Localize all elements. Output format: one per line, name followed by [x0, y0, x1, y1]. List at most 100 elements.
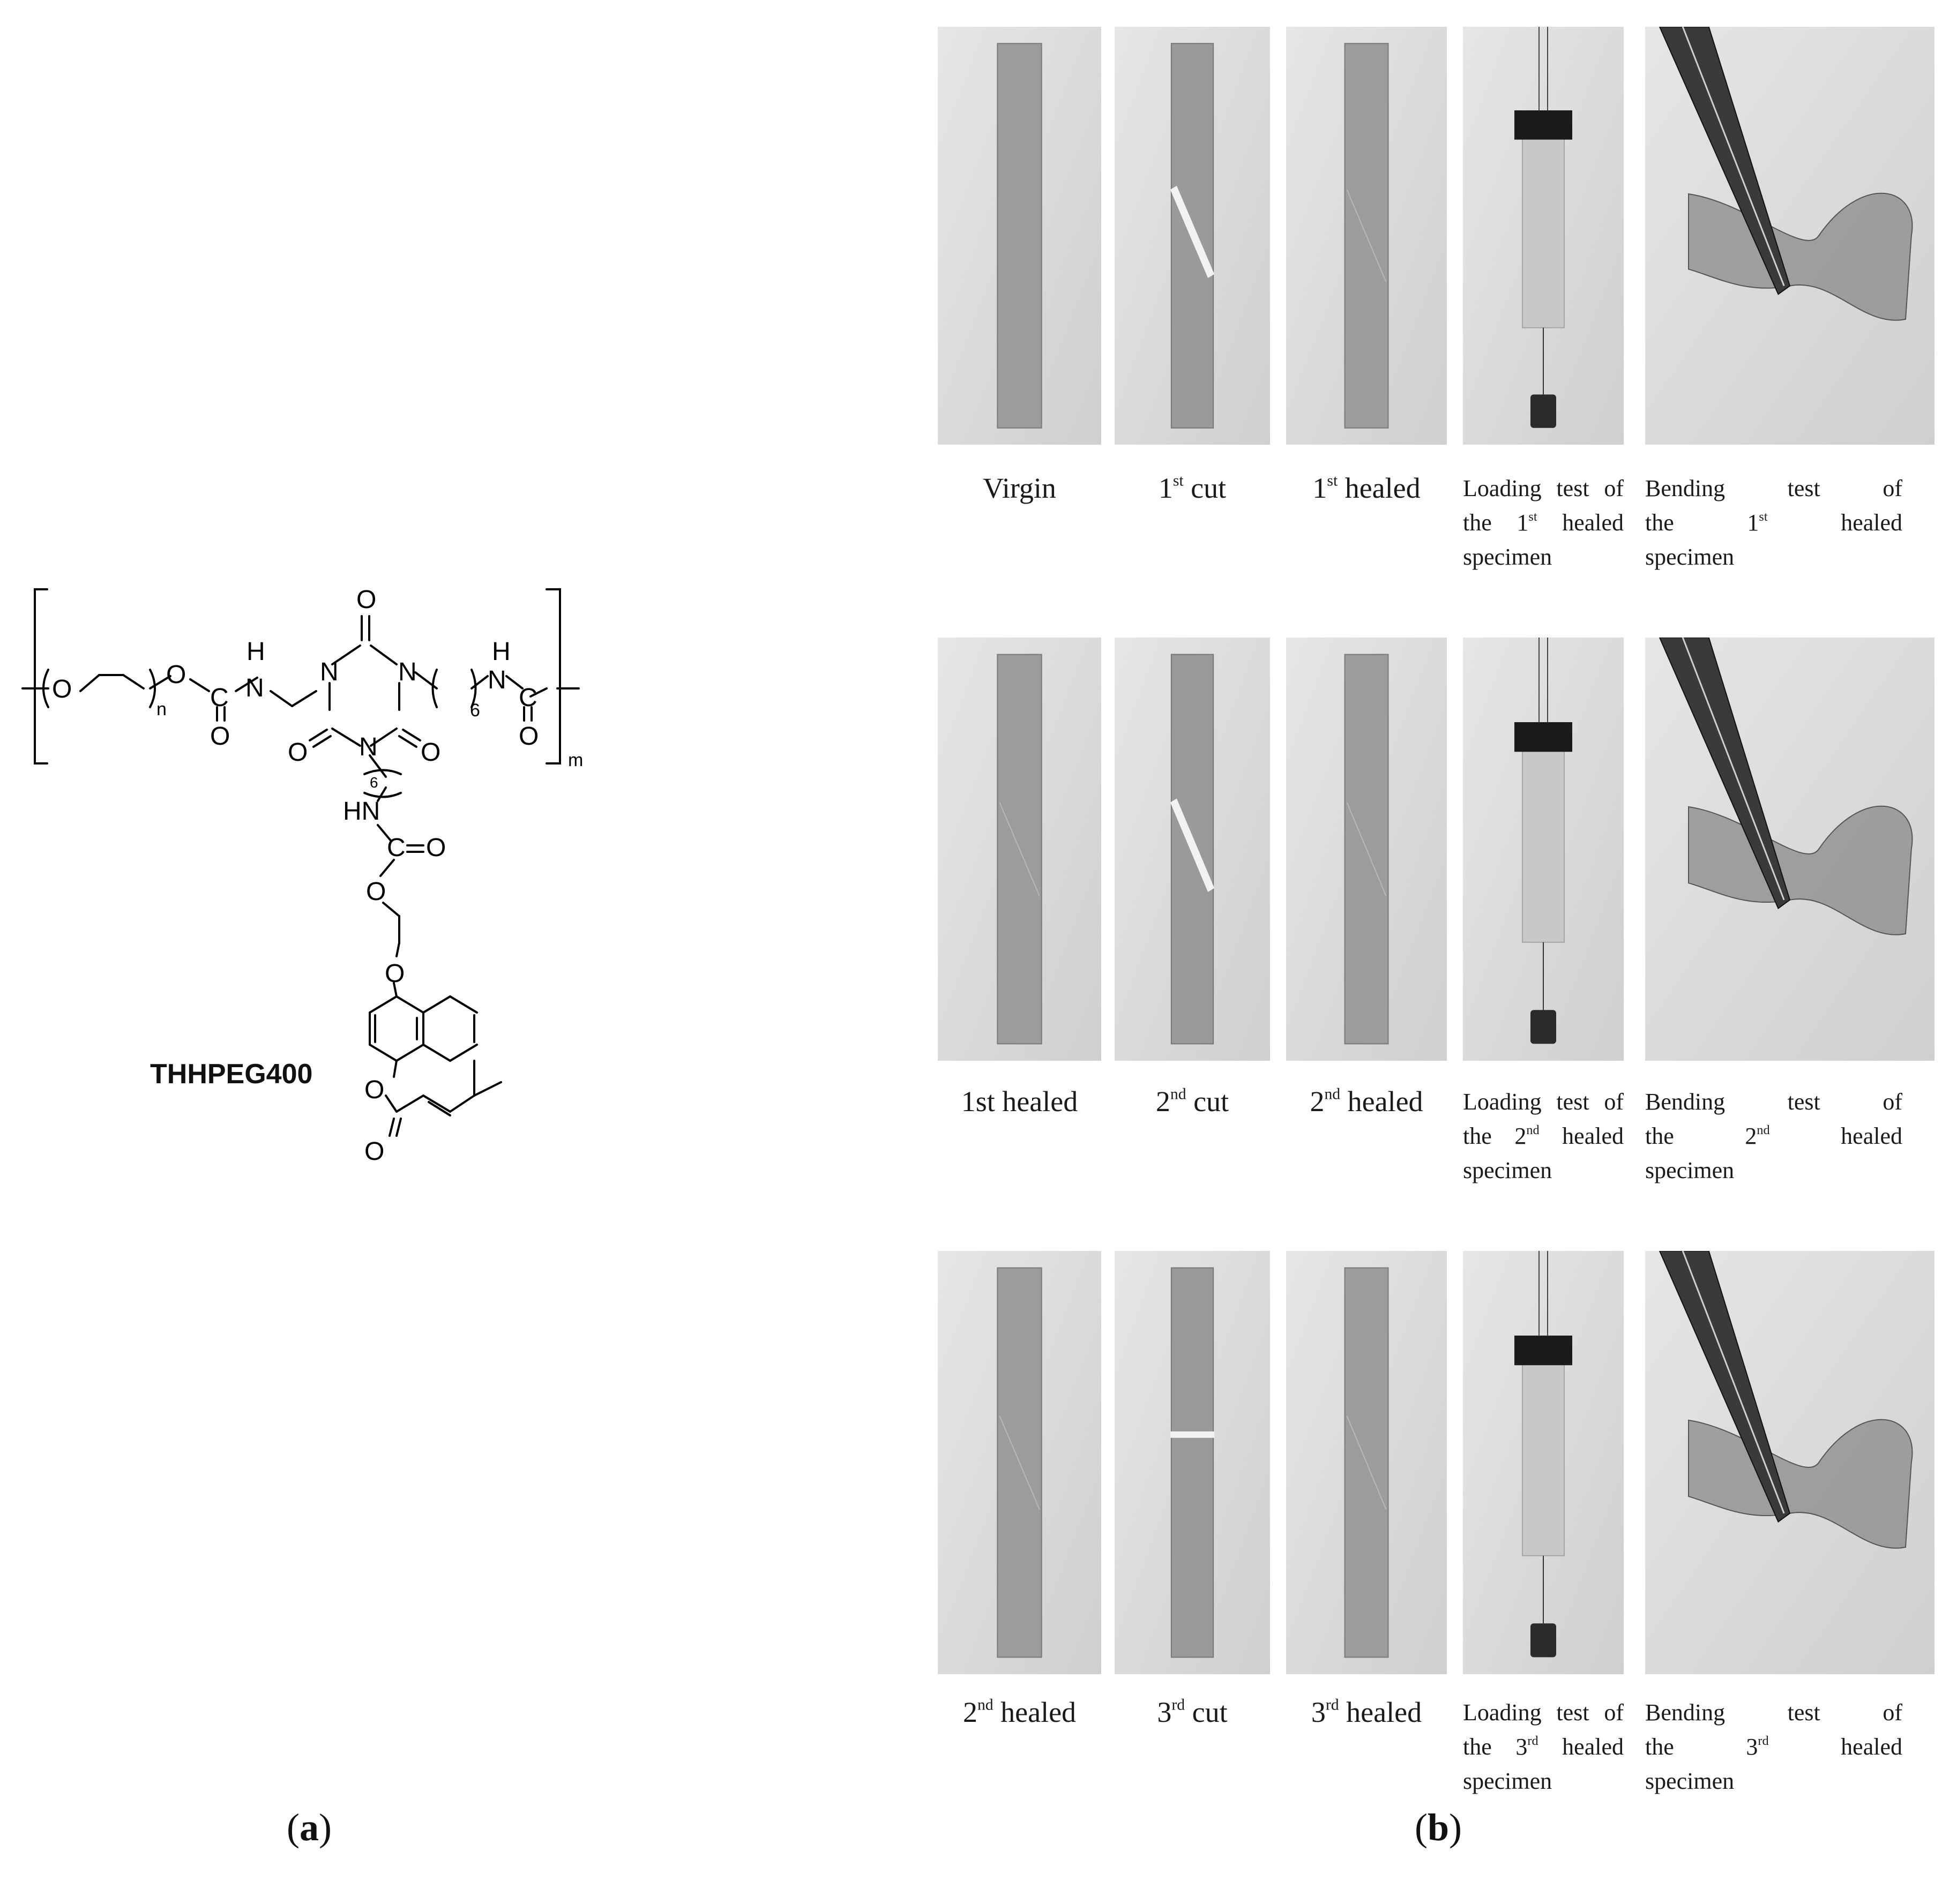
weight [1530, 1623, 1556, 1658]
photo-strip [938, 27, 1101, 445]
caption-text: healed [1340, 1085, 1423, 1118]
atom-o: O [356, 586, 376, 614]
caption-text: cut [1186, 1085, 1229, 1118]
caption-text: cut [1185, 1696, 1228, 1728]
healed-scar-line [1346, 802, 1387, 896]
photo-bending [1645, 638, 1934, 1061]
caption-text: the 1 [1645, 509, 1759, 536]
caption-line: Bending test of [1645, 1085, 1902, 1119]
atom-h: H [492, 638, 511, 666]
atom-n: N [245, 674, 264, 702]
caption-label: 1st healed [1286, 471, 1447, 505]
caption-ordinal-suffix: rd [1758, 1733, 1769, 1748]
bent-specimen [1688, 1419, 1913, 1549]
panel-label-b-text: b [1427, 1806, 1450, 1849]
caption-line: specimen [1463, 1153, 1624, 1188]
photo-strip [938, 638, 1101, 1061]
atom-o: O [52, 675, 72, 703]
tweezers-highlight [1682, 27, 1785, 287]
tweezers [1659, 638, 1791, 910]
photo-loading [1463, 1251, 1624, 1674]
caption-text: 2 [1155, 1085, 1170, 1118]
caption-text: healed [1539, 1123, 1624, 1149]
atom-h: H [247, 638, 265, 666]
photo-bending [1645, 1251, 1934, 1674]
caption-text: healed [993, 1696, 1077, 1728]
caption-text: specimen [1463, 544, 1552, 570]
caption-label: 2nd cut [1115, 1085, 1270, 1118]
caption-text: 2 [1310, 1085, 1325, 1118]
atom-n: N [398, 658, 417, 686]
atom-c: C [210, 684, 229, 712]
weight [1530, 1010, 1556, 1044]
caption-ordinal-suffix: rd [1171, 1696, 1185, 1714]
healed-scar-line [1346, 189, 1387, 282]
specimen-strip [1522, 730, 1565, 943]
panel-label-b: (b) [1415, 1806, 1462, 1849]
caption-text: healed [1769, 1123, 1902, 1149]
bent-specimen [1688, 805, 1913, 935]
caption-line: the 1st healed [1463, 506, 1624, 540]
caption-line: Loading test of [1463, 471, 1624, 506]
caption-text: 1st healed [961, 1085, 1078, 1118]
caption-ordinal-suffix: nd [1170, 1085, 1186, 1103]
cut-gap [1170, 1431, 1215, 1438]
caption-line: Bending test of [1645, 471, 1902, 506]
compound-name: THHPEG400 [150, 1059, 313, 1090]
atom-n: N [488, 666, 506, 694]
caption-label: Virgin [938, 471, 1101, 505]
photo-cut [1115, 1251, 1270, 1674]
caption-label: 1st cut [1115, 471, 1270, 505]
photo-healed [1286, 1251, 1447, 1674]
photo-healed [1286, 27, 1447, 445]
photo-bending [1645, 27, 1934, 445]
caption-multiline: Loading test of the 1st healed specimen [1463, 471, 1624, 574]
atom-n: N [359, 733, 378, 761]
caption-text: Bending test of [1645, 475, 1902, 501]
atom-o: O [364, 1076, 384, 1104]
caption-line: Bending test of [1645, 1696, 1902, 1730]
atom-o: O [426, 834, 446, 862]
caption-label: 3rd healed [1286, 1696, 1447, 1729]
tweezers-highlight [1682, 638, 1785, 901]
bracket-left [34, 588, 48, 764]
caption-text: 1 [1312, 472, 1327, 504]
specimen-strip [1522, 1343, 1565, 1556]
polymer-strip [1170, 1267, 1214, 1658]
photo-strip [938, 1251, 1101, 1674]
caption-text: 2 [962, 1696, 977, 1728]
caption-label: 1st healed [938, 1085, 1101, 1118]
caption-text: healed [1537, 509, 1624, 536]
subscript-6: 6 [370, 774, 378, 791]
atom-c: C [387, 834, 406, 862]
caption-text: healed [1767, 509, 1902, 536]
subscript-m: m [568, 750, 583, 770]
caption-text: specimen [1645, 1157, 1735, 1183]
atom-c: C [519, 684, 537, 712]
caption-text: Loading test of [1463, 475, 1624, 501]
caption-text: 1 [1158, 472, 1173, 504]
caption-text: healed [1768, 1734, 1902, 1760]
atom-o: O [366, 878, 386, 906]
atom-o: O [166, 661, 186, 689]
atom-o: O [421, 738, 440, 767]
caption-ordinal-suffix: nd [977, 1696, 994, 1714]
tweezers-highlight [1682, 1251, 1785, 1514]
caption-ordinal-suffix: nd [1757, 1122, 1770, 1137]
caption-line: the 2nd healed [1463, 1119, 1624, 1153]
caption-text: specimen [1645, 1768, 1735, 1794]
photo-cut [1115, 27, 1270, 445]
atom-o: O [364, 1137, 384, 1166]
atom-hn: HN [343, 797, 380, 826]
tweezers [1659, 1251, 1791, 1523]
caption-ordinal-suffix: nd [1526, 1122, 1540, 1137]
caption-line: the 3rd healed [1463, 1730, 1624, 1764]
bent-specimen [1688, 192, 1913, 321]
binder-clip [1514, 722, 1572, 752]
caption-text: healed [1538, 1734, 1624, 1760]
caption-ordinal-suffix: st [1759, 509, 1768, 524]
photo-loading [1463, 638, 1624, 1061]
